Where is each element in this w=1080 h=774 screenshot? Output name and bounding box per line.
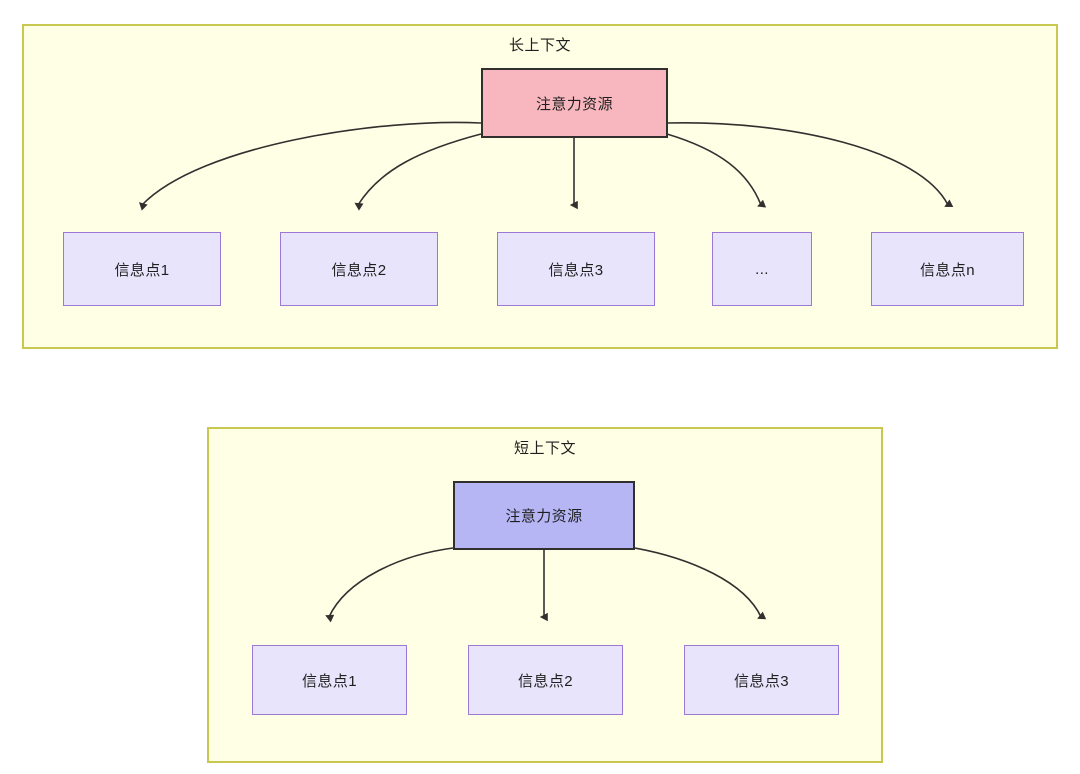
node-label: 信息点3 bbox=[734, 672, 789, 690]
node-label: ... bbox=[755, 260, 769, 278]
node-label: 信息点1 bbox=[302, 672, 357, 690]
node-attention-resource-short[interactable]: 注意力资源 bbox=[453, 481, 635, 550]
node-info-point-ellipsis-long[interactable]: ... bbox=[712, 232, 812, 306]
node-label: 信息点2 bbox=[518, 672, 573, 690]
node-label: 信息点3 bbox=[548, 261, 604, 279]
node-attention-resource-long[interactable]: 注意力资源 bbox=[481, 68, 668, 138]
node-info-point-3-short[interactable]: 信息点3 bbox=[684, 645, 839, 715]
group-long-context-title: 长上下文 bbox=[508, 37, 571, 54]
node-label: 注意力资源 bbox=[535, 95, 613, 113]
node-label: 信息点n bbox=[920, 261, 975, 279]
node-info-point-1-short[interactable]: 信息点1 bbox=[252, 645, 407, 715]
node-info-point-2-long[interactable]: 信息点2 bbox=[280, 232, 438, 306]
node-info-point-n-long[interactable]: 信息点n bbox=[871, 232, 1024, 306]
node-label: 注意力资源 bbox=[505, 508, 583, 525]
node-info-point-1-long[interactable]: 信息点1 bbox=[63, 232, 221, 306]
node-label: 信息点2 bbox=[331, 261, 387, 279]
group-short-context-title: 短上下文 bbox=[513, 440, 576, 457]
node-info-point-2-short[interactable]: 信息点2 bbox=[468, 645, 623, 715]
node-label: 信息点1 bbox=[114, 261, 170, 279]
node-info-point-3-long[interactable]: 信息点3 bbox=[497, 232, 655, 306]
